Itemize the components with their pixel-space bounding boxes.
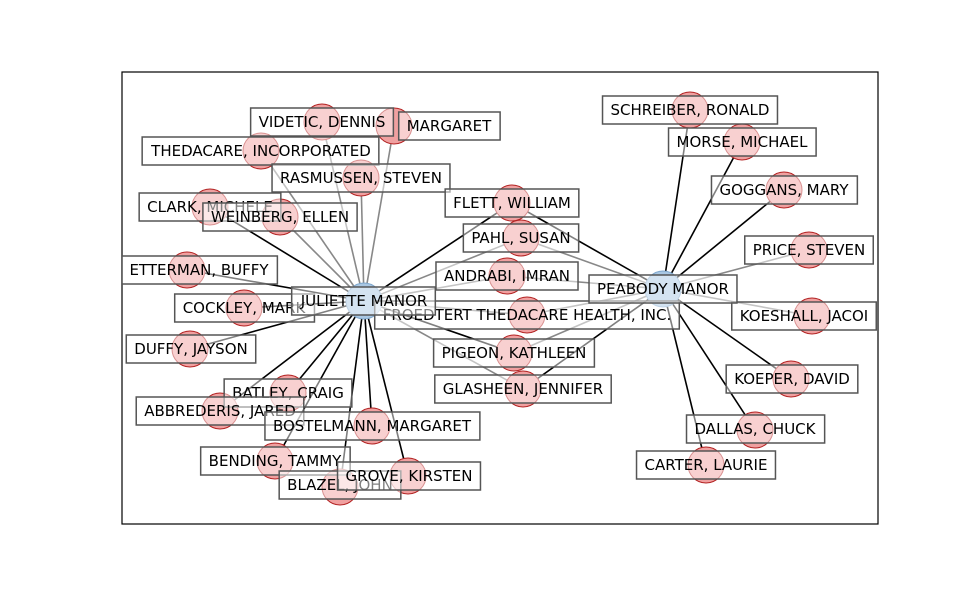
edge-juliette-batley (287, 300, 365, 394)
person-label-text: GROVE, KIRSTEN (346, 467, 473, 485)
person-label-etterman: ETTERMAN, BUFFY (122, 255, 279, 285)
label-box (588, 274, 738, 304)
person-label-rasmussen: RASMUSSEN, STEVEN (271, 163, 451, 193)
person-label-text: PIGEON, KATHLEEN (442, 344, 587, 362)
label-box (601, 95, 779, 125)
person-label-schreiber: SCHREIBER, RONALD (601, 95, 779, 125)
person-label-koeper: KOEPER, DAVID (725, 364, 859, 394)
edge-peabody-goggans (662, 189, 785, 290)
person-label-text: GOGGANS, MARY (719, 181, 849, 199)
person-label-dallas: DALLAS, CHUCK (685, 414, 826, 444)
label-box (725, 364, 859, 394)
edge-juliette-grove (363, 300, 409, 477)
label-box (122, 255, 279, 285)
person-label-koeshall: KOESHALL, JACOI (731, 301, 877, 331)
person-label-text: ABBREDERIS, JARED (144, 402, 296, 420)
person-label-text: BOSTELMANN, MARGARET (273, 417, 472, 435)
person-label-text: COCKLEY, MARK (183, 299, 307, 317)
label-box (249, 107, 395, 137)
label-box (290, 286, 437, 316)
person-label-text: SCHREIBER, RONALD (611, 101, 770, 119)
label-box (397, 111, 501, 141)
hub-label-juliette: JULIETTE MANOR (290, 286, 437, 316)
person-label-text: WEINBERG, ELLEN (211, 208, 349, 226)
label-box (125, 334, 257, 364)
label-box (635, 450, 777, 480)
edge-juliette-bostelmann (363, 300, 373, 427)
label-box (271, 163, 451, 193)
label-box (264, 411, 481, 441)
edge-peabody-koeper (662, 288, 792, 380)
label-box (141, 136, 380, 166)
person-label-text: KOEPER, DAVID (734, 370, 850, 388)
person-label-weinberg: WEINBERG, ELLEN (202, 202, 358, 232)
label-box (432, 338, 596, 368)
person-label-text: VIDETIC, DENNIS (259, 113, 386, 131)
edge-juliette-rasmussen (360, 177, 365, 302)
label-box (199, 446, 351, 476)
person-label-videtic: VIDETIC, DENNIS (249, 107, 395, 137)
person-label-bending: BENDING, TAMMY (199, 446, 351, 476)
person-label-text: PRICE, STEVEN (753, 241, 866, 259)
person-label-flett: FLETT, WILLIAM (444, 188, 580, 218)
person-label-glasheen: GLASHEEN, JENNIFER (434, 374, 612, 404)
person-label-thedacare: THEDACARE, INCORPORATED (141, 136, 380, 166)
person-label-morse: MORSE, MICHAEL (667, 127, 817, 157)
label-box (435, 261, 579, 291)
person-label-margaret1: MARGARET (397, 111, 501, 141)
labels-layer: SCHREIBER, RONALD MORSE, MICHAEL GOGGANS, … (122, 95, 877, 500)
person-label-pigeon: PIGEON, KATHLEEN (432, 338, 596, 368)
label-box (202, 202, 358, 232)
person-label-text: ANDRABI, IMRAN (444, 267, 570, 285)
person-label-text: PAHL, SUSAN (471, 229, 570, 247)
person-label-text: DALLAS, CHUCK (695, 420, 817, 438)
hub-label-text: JULIETTE MANOR (300, 292, 428, 310)
person-label-text: CARTER, LAURIE (645, 456, 768, 474)
label-box (462, 223, 580, 253)
person-label-text: GLASHEEN, JENNIFER (443, 380, 603, 398)
person-label-carter: CARTER, LAURIE (635, 450, 777, 480)
person-label-text: RASMUSSEN, STEVEN (280, 169, 442, 187)
label-box (336, 461, 482, 491)
label-box (685, 414, 826, 444)
person-label-text: THEDACARE, INCORPORATED (150, 142, 371, 160)
edge-juliette-margaret1 (363, 125, 395, 302)
label-box (667, 127, 817, 157)
edge-juliette-flett (363, 202, 513, 302)
person-label-andrabi: ANDRABI, IMRAN (435, 261, 579, 291)
label-box (434, 374, 612, 404)
person-label-grove: GROVE, KIRSTEN (336, 461, 482, 491)
person-label-text: DUFFY, JAYSON (134, 340, 247, 358)
person-label-price: PRICE, STEVEN (744, 235, 874, 265)
label-box (744, 235, 874, 265)
label-box (731, 301, 877, 331)
hub-label-text: PEABODY MANOR (597, 280, 729, 298)
person-label-text: MORSE, MICHAEL (677, 133, 809, 151)
person-label-text: BENDING, TAMMY (209, 452, 342, 470)
edge-peabody-morse (662, 141, 743, 290)
label-box (444, 188, 580, 218)
person-label-text: KOESHALL, JACOI (740, 307, 868, 325)
person-label-text: ETTERMAN, BUFFY (129, 261, 269, 279)
person-label-text: MARGARET (407, 117, 492, 135)
label-box (710, 175, 859, 205)
person-label-text: FLETT, WILLIAM (453, 194, 571, 212)
person-label-goggans: GOGGANS, MARY (710, 175, 859, 205)
hub-label-peabody: PEABODY MANOR (588, 274, 738, 304)
person-label-pahl: PAHL, SUSAN (462, 223, 580, 253)
person-label-bostelmann: BOSTELMANN, MARGARET (264, 411, 481, 441)
person-label-text: FROEDTERT THEDACARE HEALTH, INC. (383, 306, 672, 324)
person-label-duffy: DUFFY, JAYSON (125, 334, 257, 364)
